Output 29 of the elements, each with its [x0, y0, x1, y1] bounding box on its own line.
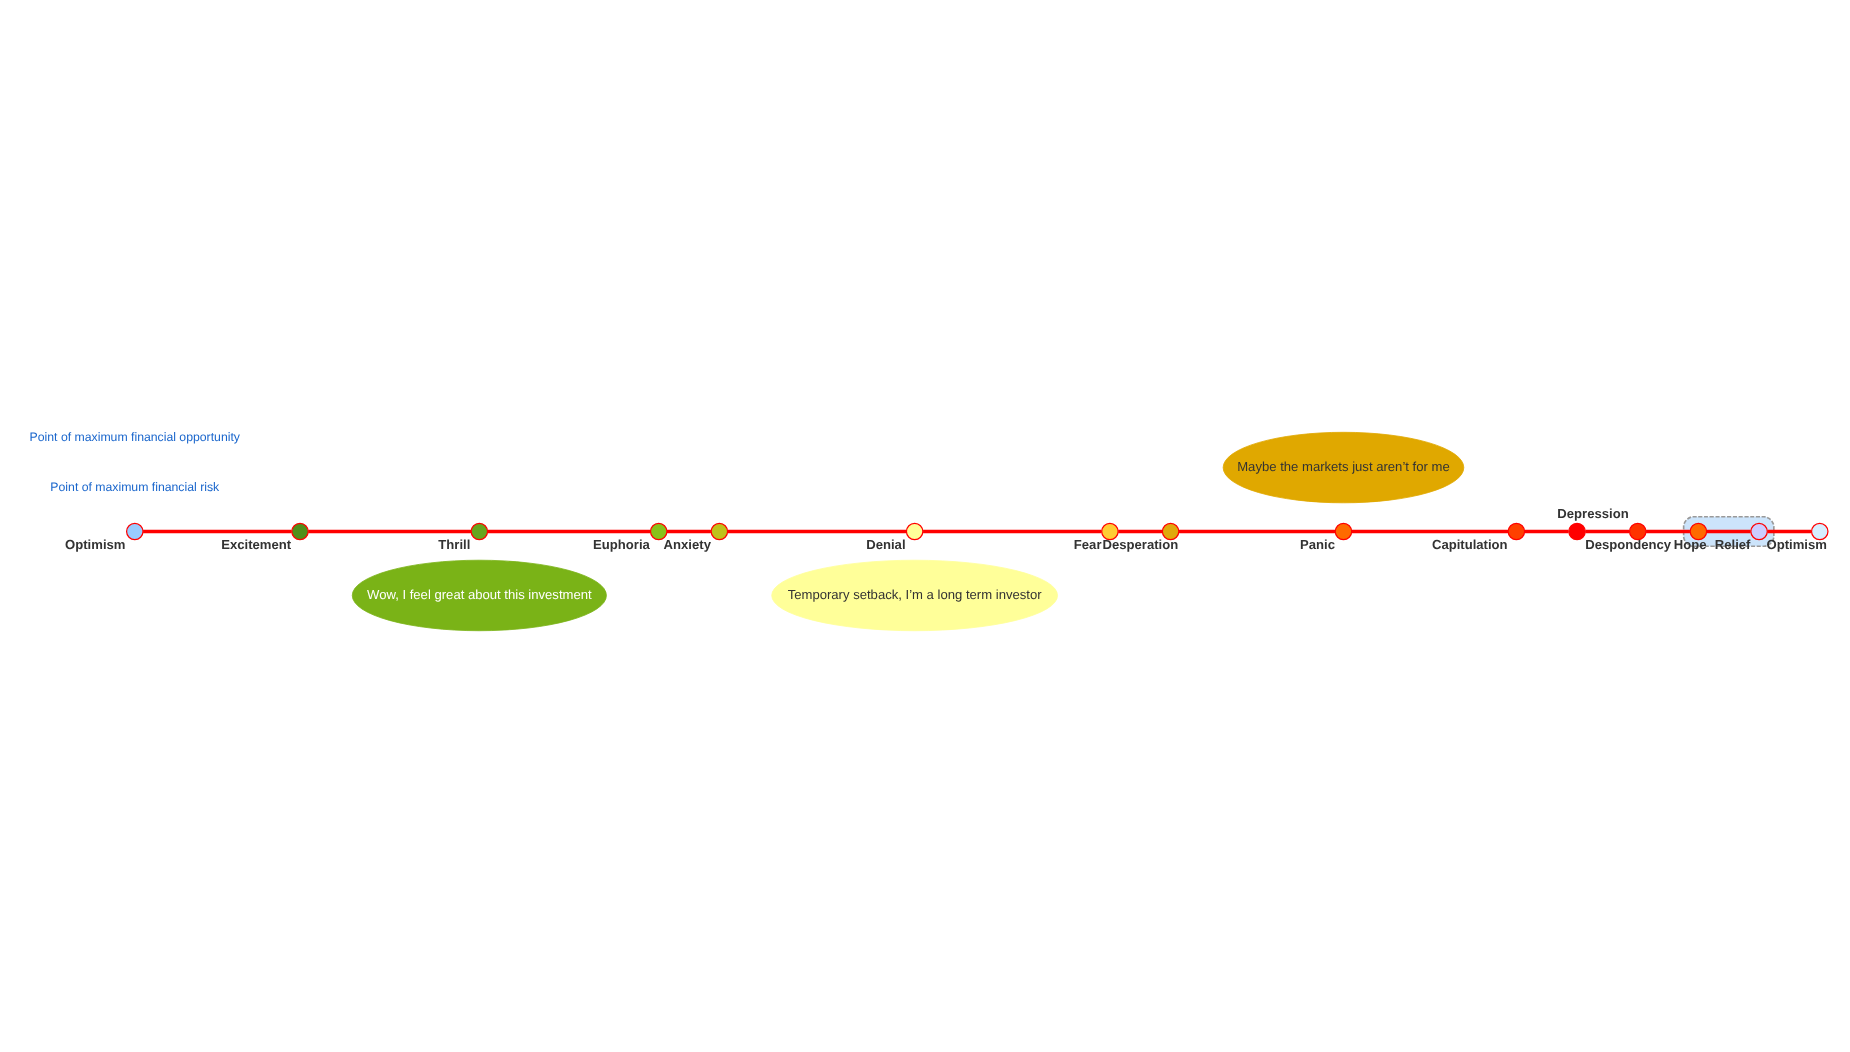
connector: [1524, 528, 1569, 533]
node-circle: [649, 521, 668, 540]
node-circle: [1689, 521, 1708, 540]
node-circle: [1161, 521, 1180, 540]
node-circle: [1628, 521, 1647, 540]
node-circle: [905, 521, 924, 540]
node-circle: [470, 521, 489, 540]
connector: [487, 528, 651, 533]
node-circle: [1334, 521, 1353, 540]
node-circle: [1750, 521, 1768, 540]
node-circle: [1101, 521, 1119, 540]
node-circle: [1810, 521, 1829, 540]
node-circle: [710, 521, 729, 540]
connector: [667, 528, 711, 533]
node-circle: [1568, 521, 1586, 540]
connector: [1706, 528, 1751, 533]
connector: [1179, 528, 1336, 533]
node-circle: [125, 521, 144, 540]
node-circle: [1507, 521, 1526, 540]
connector: [1585, 528, 1630, 533]
node-circle: [291, 521, 309, 540]
connector: [143, 528, 292, 533]
connector: [727, 528, 907, 533]
connector: [923, 528, 1102, 533]
connector: [1767, 528, 1812, 533]
connector: [1646, 528, 1690, 533]
connector: [308, 528, 472, 533]
connector: [1118, 528, 1163, 533]
connector: [1351, 528, 1509, 533]
